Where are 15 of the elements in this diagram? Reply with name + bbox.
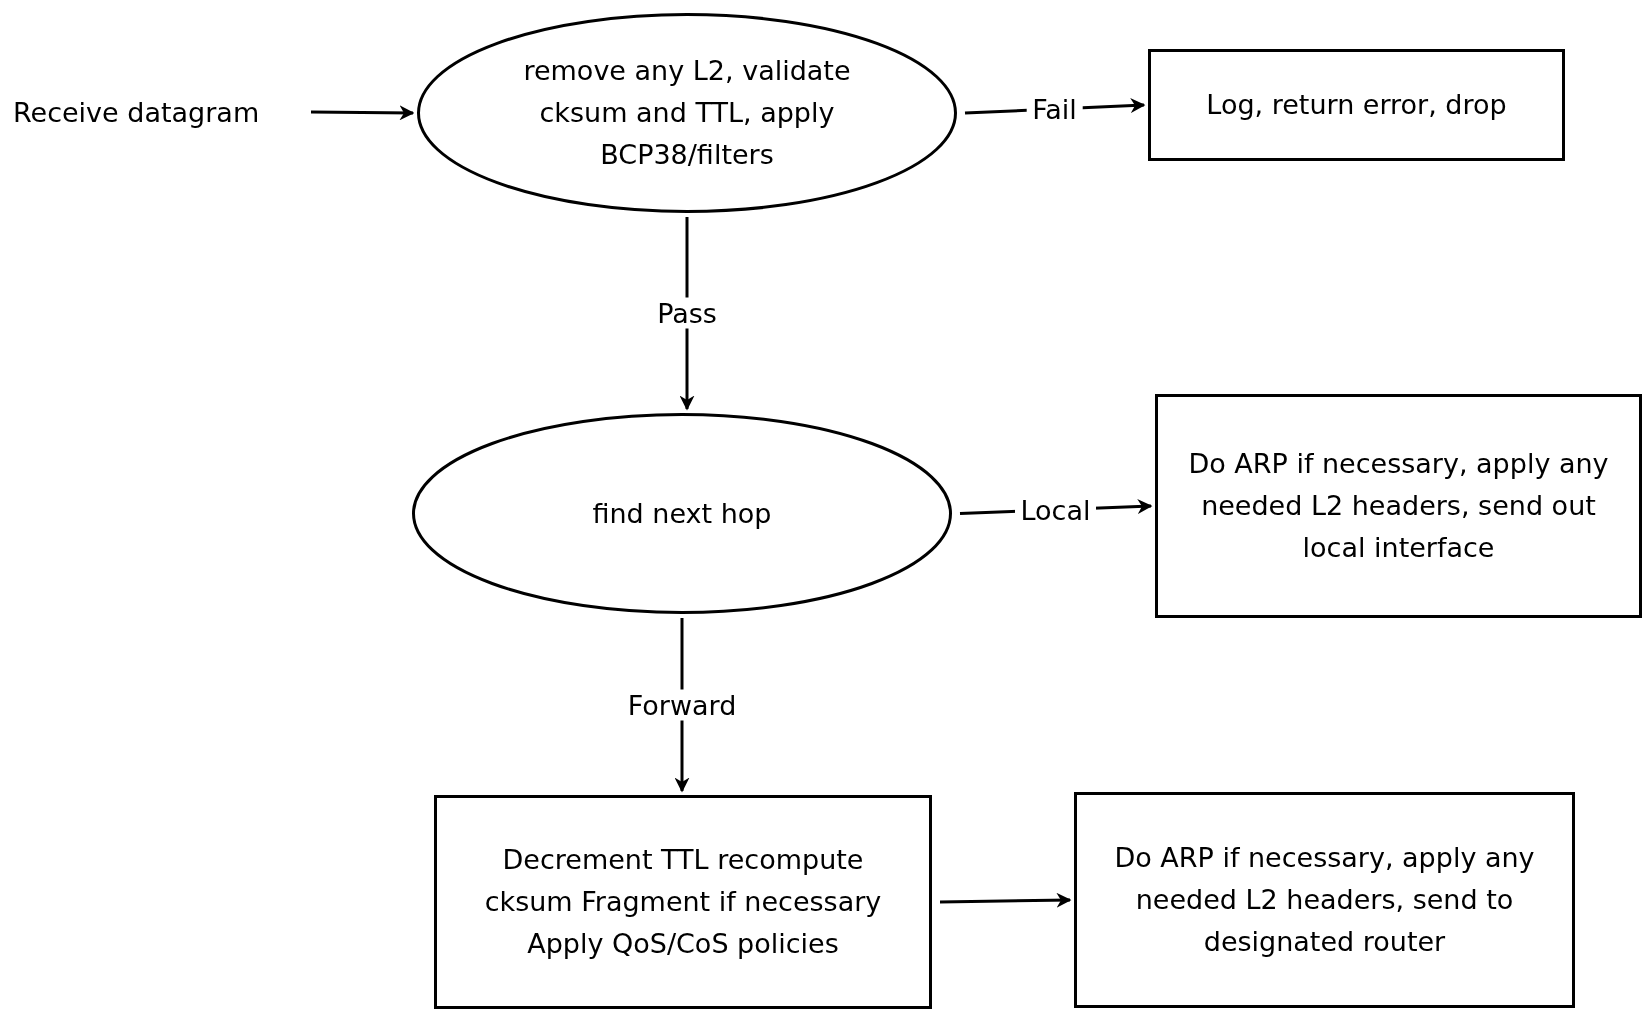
node-text: find next hop: [592, 496, 772, 531]
arrow: [939, 892, 1072, 908]
process-box: [1155, 394, 1642, 618]
start-label: Receive datagram: [13, 92, 303, 132]
process-ellipse: [412, 413, 952, 614]
node-text: Do ARP if necessary, apply any needed L2 headers, send out local interface: [1187, 447, 1610, 565]
process-box: [1148, 49, 1565, 161]
node-text: Decrement TTL recompute cksum Fragment if necessary Apply QoS/CoS policies: [483, 843, 883, 961]
arrow: [311, 105, 415, 121]
process-box: [1074, 792, 1575, 1008]
node-text: remove any L2, validate cksum and TTL, apply BCP38/filters: [522, 54, 852, 172]
node-text: Do ARP if necessary, apply any needed L2 headers, send to designated router: [1113, 841, 1536, 959]
node-text: Log, return error, drop: [1206, 88, 1507, 123]
process-ellipse: [417, 13, 957, 213]
process-box: [434, 795, 932, 1009]
